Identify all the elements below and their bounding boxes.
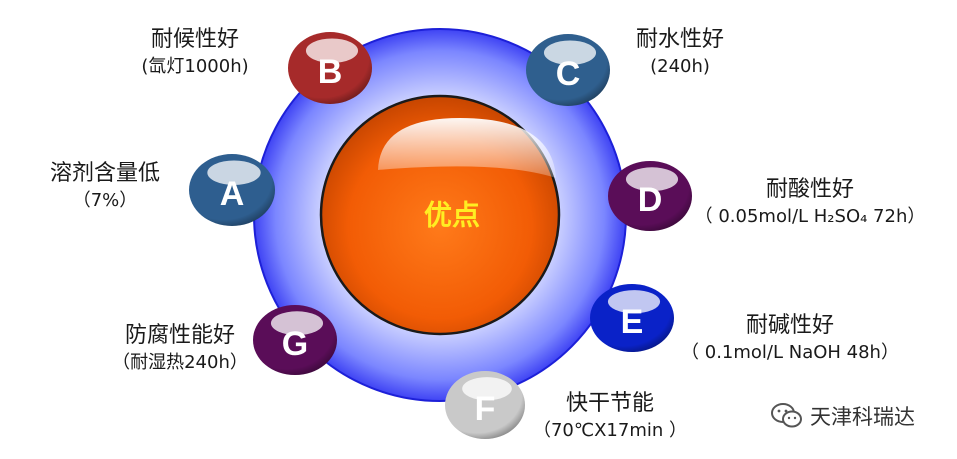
node-e: E (590, 284, 674, 352)
label-d-title: 耐酸性好 (765, 177, 854, 202)
node-a: A (189, 154, 275, 226)
label-a-detail: （7%） (72, 189, 138, 211)
node-g-letter: G (282, 325, 308, 363)
nodes-layer: A B C D E F G (189, 32, 692, 439)
label-e-detail: （ 0.1mol/L NaOH 48h） (681, 341, 899, 363)
node-d-letter: D (638, 181, 663, 219)
label-c-title: 耐水性好 (635, 27, 724, 52)
label-f-title: 快干节能 (565, 391, 654, 416)
node-c-letter: C (556, 55, 581, 93)
center-highlight (378, 118, 556, 178)
node-b: B (288, 32, 372, 104)
label-b-detail: (氙灯1000h) (141, 55, 249, 77)
node-c: C (526, 34, 610, 106)
label-b: 耐候性好 (氙灯1000h) (110, 26, 280, 78)
node-a-letter: A (220, 175, 245, 213)
node-f: F (445, 371, 525, 439)
node-g-highlight (270, 311, 324, 336)
node-b-highlight (305, 38, 359, 63)
center-label: 优点 (424, 199, 480, 232)
label-g-title: 防腐性能好 (124, 323, 235, 348)
label-f: 快干节能 （70℃X17min ） (530, 390, 690, 442)
label-e-title: 耐碱性好 (745, 313, 834, 338)
label-b-title: 耐候性好 (150, 27, 239, 52)
label-a-title: 溶剂含量低 (49, 161, 160, 186)
label-g: 防腐性能好 （耐湿热240h） (95, 322, 265, 374)
watermark-text: 天津科瑞达 (810, 405, 915, 429)
wechat-icon (771, 403, 802, 428)
label-e: 耐碱性好 （ 0.1mol/L NaOH 48h） (670, 312, 910, 364)
node-d: D (608, 161, 692, 231)
node-e-letter: E (621, 303, 644, 341)
label-c-detail: (240h) (650, 55, 710, 77)
node-f-highlight (462, 377, 512, 401)
label-c: 耐水性好 (240h) (610, 26, 750, 78)
label-a: 溶剂含量低 （7%） (30, 160, 180, 212)
node-f-letter: F (475, 390, 496, 428)
label-d-detail: （ 0.05mol/L H₂SO₄ 72h） (694, 205, 926, 227)
node-b-letter: B (318, 53, 343, 91)
label-g-detail: （耐湿热240h） (112, 351, 248, 373)
label-f-detail: （70℃X17min ） (532, 419, 688, 441)
node-d-highlight (625, 167, 679, 192)
label-d: 耐酸性好 （ 0.05mol/L H₂SO₄ 72h） (690, 176, 930, 228)
node-a-highlight (207, 160, 261, 185)
node-c-highlight (543, 40, 597, 65)
node-g: G (253, 305, 337, 375)
watermark: 天津科瑞达 (770, 400, 915, 432)
node-e-highlight (607, 290, 661, 314)
